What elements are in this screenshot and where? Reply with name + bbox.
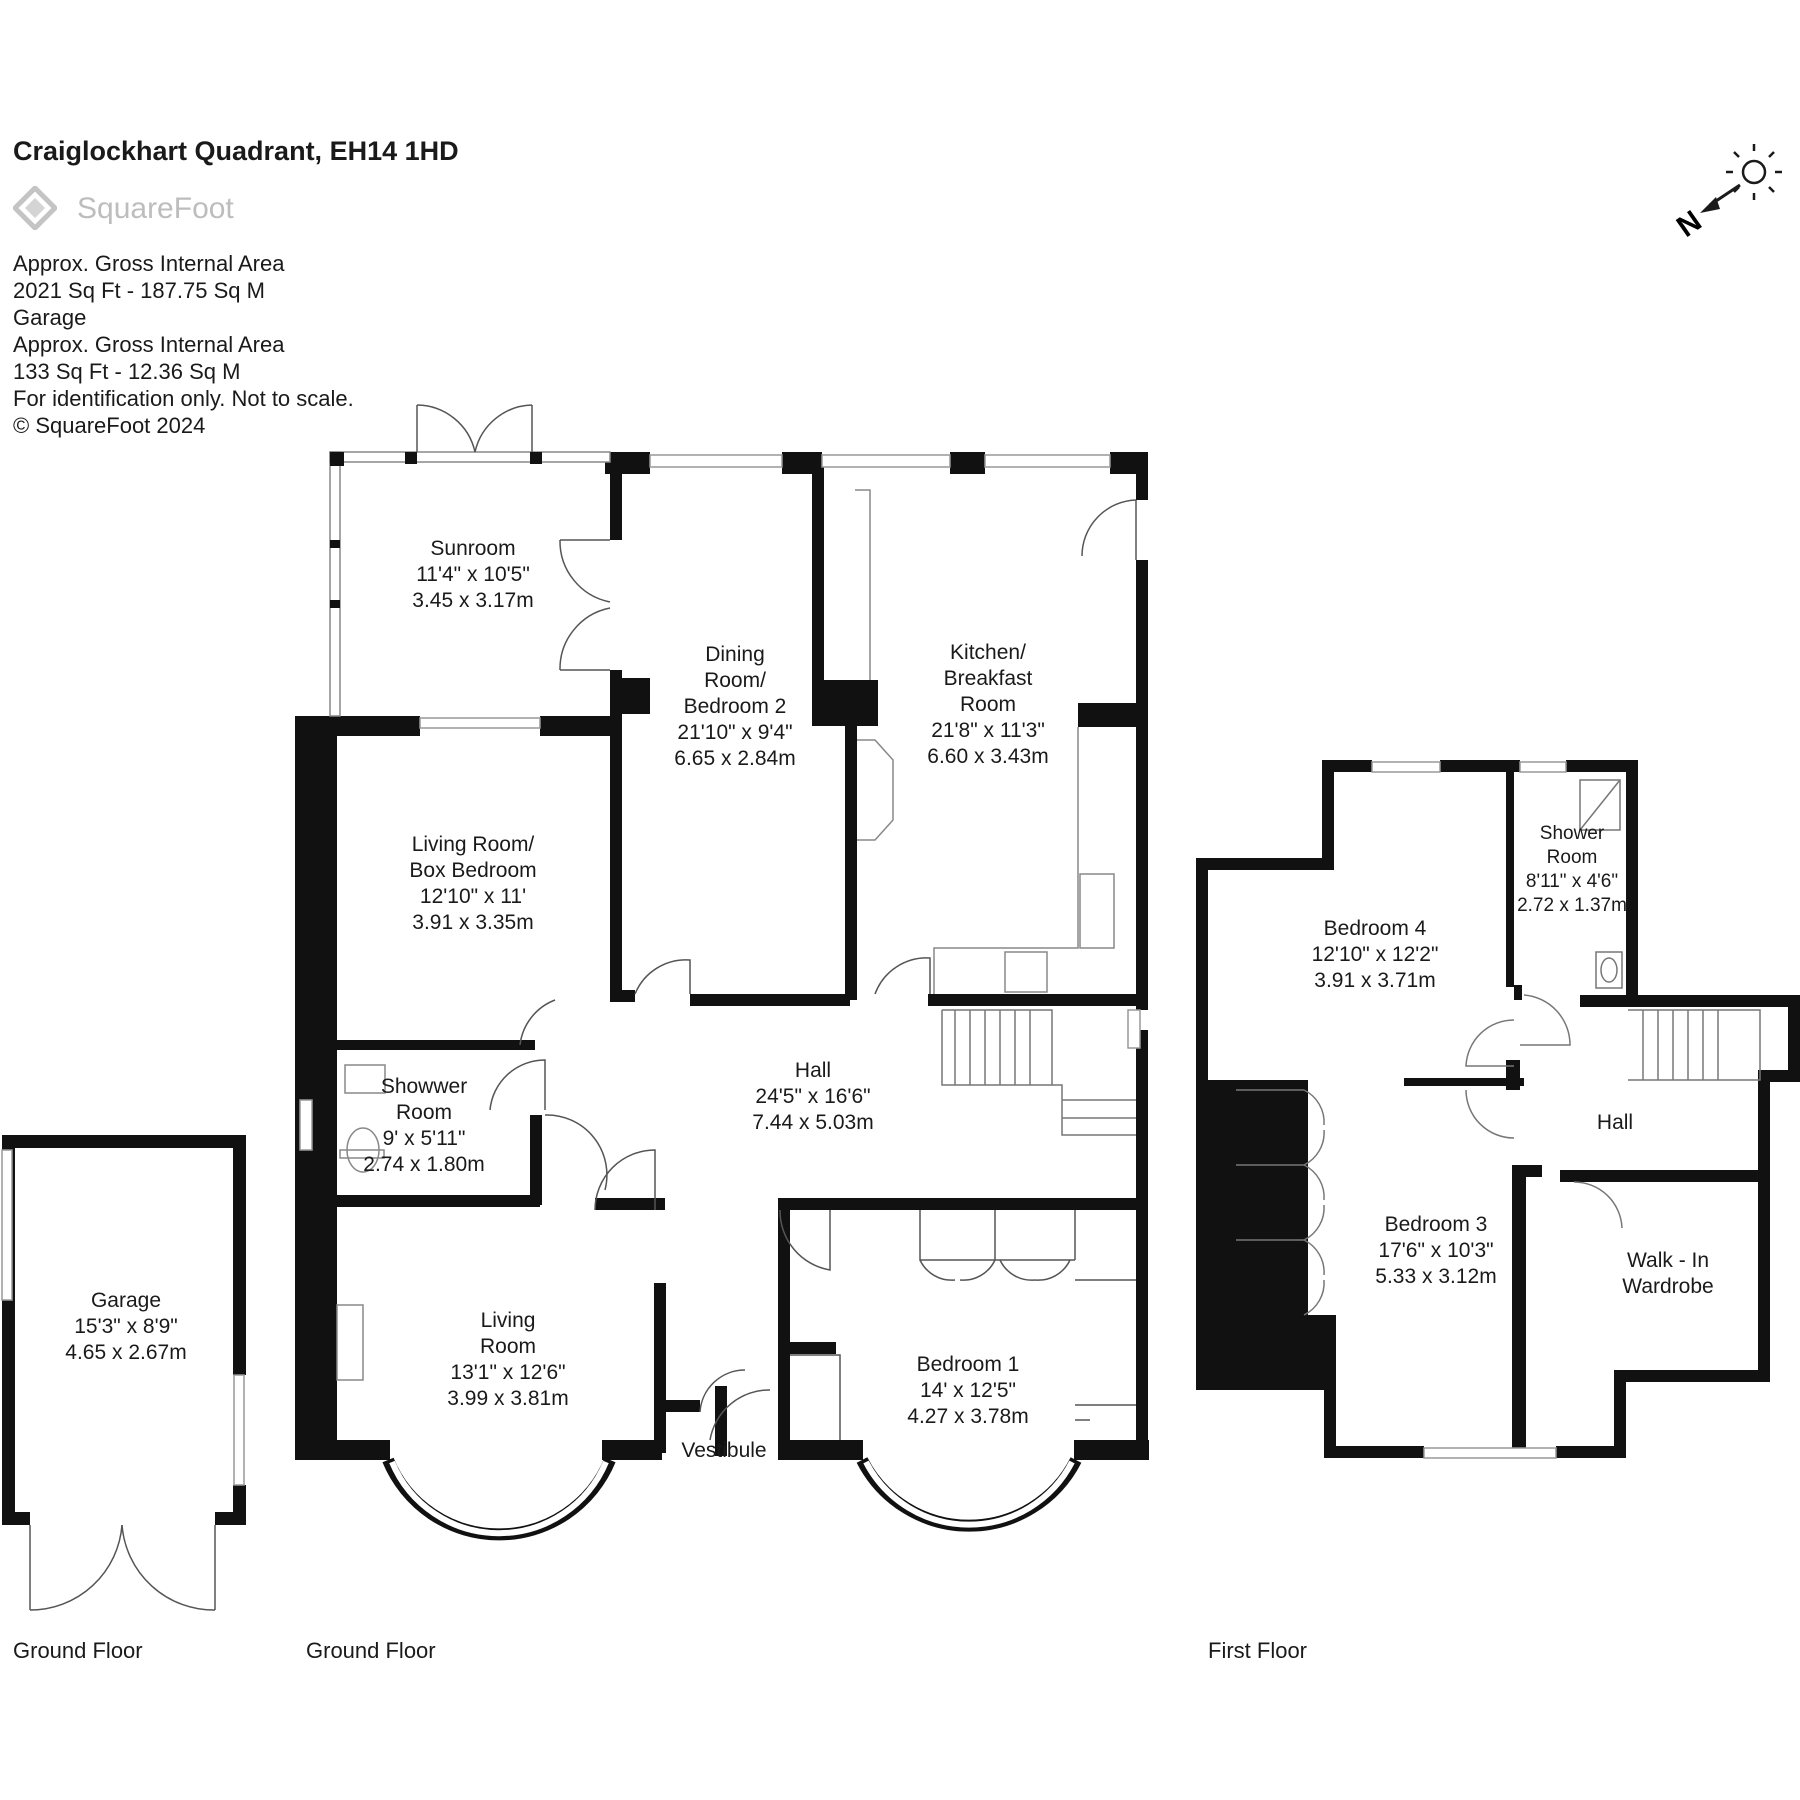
brand-name: SquareFoot bbox=[77, 192, 234, 225]
floor-label-ground: Ground Floor bbox=[306, 1638, 436, 1663]
brand-logo: SquareFoot bbox=[13, 186, 253, 230]
squarefoot-logo-icon bbox=[13, 186, 57, 230]
info-line: For identification only. Not to scale. bbox=[13, 386, 354, 411]
info-line: © SquareFoot 2024 bbox=[13, 413, 206, 438]
floor-label-first: First Floor bbox=[1208, 1638, 1307, 1663]
floor-label-garage: Ground Floor bbox=[13, 1638, 143, 1663]
info-line: 133 Sq Ft - 12.36 Sq M bbox=[13, 359, 241, 384]
area-info: Approx. Gross Internal Area 2021 Sq Ft -… bbox=[13, 250, 354, 439]
header: Craiglockhart Quadrant, EH14 1HD bbox=[13, 136, 459, 167]
ground-floor-walls bbox=[295, 452, 1149, 1460]
garage-door bbox=[29, 1524, 216, 1611]
info-line: Approx. Gross Internal Area bbox=[13, 332, 285, 357]
staircase bbox=[941, 1009, 1136, 1136]
first-floor-walls bbox=[1196, 760, 1800, 1458]
kitchen-fittings bbox=[855, 489, 1115, 994]
page-title: Craiglockhart Quadrant, EH14 1HD bbox=[13, 136, 459, 166]
info-line: Garage bbox=[13, 305, 87, 330]
room-label-first-hall: Hall bbox=[1596, 1111, 1634, 1134]
info-line: 2021 Sq Ft - 187.75 Sq M bbox=[13, 278, 265, 303]
bay-windows bbox=[382, 1457, 1082, 1541]
compass-icon: N bbox=[1671, 144, 1782, 244]
info-line: Approx. Gross Internal Area bbox=[13, 251, 285, 276]
room-label-vestibule: Vestibule bbox=[681, 1439, 767, 1462]
